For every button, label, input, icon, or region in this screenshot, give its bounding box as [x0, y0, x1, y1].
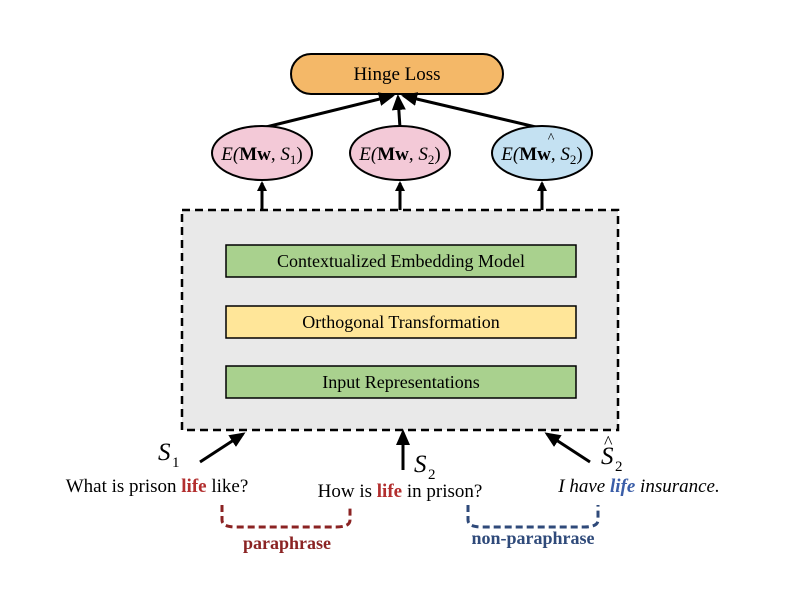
arrow-e3-to-loss: [401, 92, 541, 130]
input-symbol-s1-letter: S: [158, 439, 171, 466]
non-paraphrase-bracket: [466, 505, 600, 529]
layer-input-representations: Input Representations: [225, 365, 577, 399]
layer-orthogonal-transformation-box: [225, 305, 577, 339]
energy-node-1-label: E(Mw, S1): [220, 144, 302, 167]
layer-orthogonal-transformation: Orthogonal Transformation: [225, 305, 577, 339]
model-to-energy-arrows: [257, 181, 547, 210]
sentence-1: What is prison life like?: [66, 476, 249, 497]
paraphrase-label: paraphrase: [243, 533, 331, 553]
energy-node-3-label: E(Mw, S2): [500, 144, 582, 167]
hinge-loss-shape: [290, 53, 504, 95]
arrow-s2hat-to-model: [544, 432, 591, 464]
energy-node-3-shape: [491, 125, 593, 181]
layer-input-representations-label: Input Representations: [322, 372, 479, 392]
energy-node-3: E(Mw, S2) ^: [491, 125, 593, 181]
input-arrows: [199, 429, 591, 470]
sentence-2: How is life in prison?: [318, 481, 483, 502]
arrow-e1-to-loss: [261, 92, 395, 130]
energy-node-2-label: E(Mw, S2): [358, 144, 440, 167]
input-symbol-s1: S 1: [158, 439, 180, 471]
energy-node-1: E(Mw, S1): [211, 125, 313, 181]
layer-contextualized-embedding-box: [225, 244, 577, 278]
input-symbol-s2hat-hat: ^: [604, 432, 613, 452]
input-symbol-s2-sub: 2: [428, 467, 436, 483]
input-symbol-s2: S 2: [414, 451, 436, 483]
arrow-s1-to-model: [199, 432, 246, 464]
input-symbol-s2hat-letter: S: [601, 443, 614, 470]
arrow-e2-to-loss: [391, 94, 406, 129]
energy-to-loss-arrows: [261, 92, 541, 130]
energy-node-3-hat: ^: [548, 131, 555, 146]
hinge-loss-node: Hinge Loss: [290, 53, 504, 95]
energy-node-2-shape: [349, 125, 451, 181]
non-paraphrase-label: non-paraphrase: [471, 528, 594, 548]
layer-contextualized-embedding-label: Contextualized Embedding Model: [277, 251, 525, 271]
layer-contextualized-embedding: Contextualized Embedding Model: [225, 244, 577, 278]
input-symbol-s2-letter: S: [414, 451, 427, 478]
energy-node-2: E(Mw, S2): [349, 125, 451, 181]
layer-orthogonal-transformation-label: Orthogonal Transformation: [302, 312, 500, 332]
input-symbol-s2hat: S ^ 2: [601, 432, 623, 475]
layer-input-representations-box: [225, 365, 577, 399]
energy-node-1-shape: [211, 125, 313, 181]
input-symbol-s2hat-sub: 2: [615, 459, 623, 475]
paraphrase-bracket: [220, 505, 352, 529]
hinge-loss-label: Hinge Loss: [353, 64, 440, 85]
sentence-3: I have life insurance.: [557, 476, 719, 497]
input-symbol-s1-sub: 1: [172, 455, 180, 471]
